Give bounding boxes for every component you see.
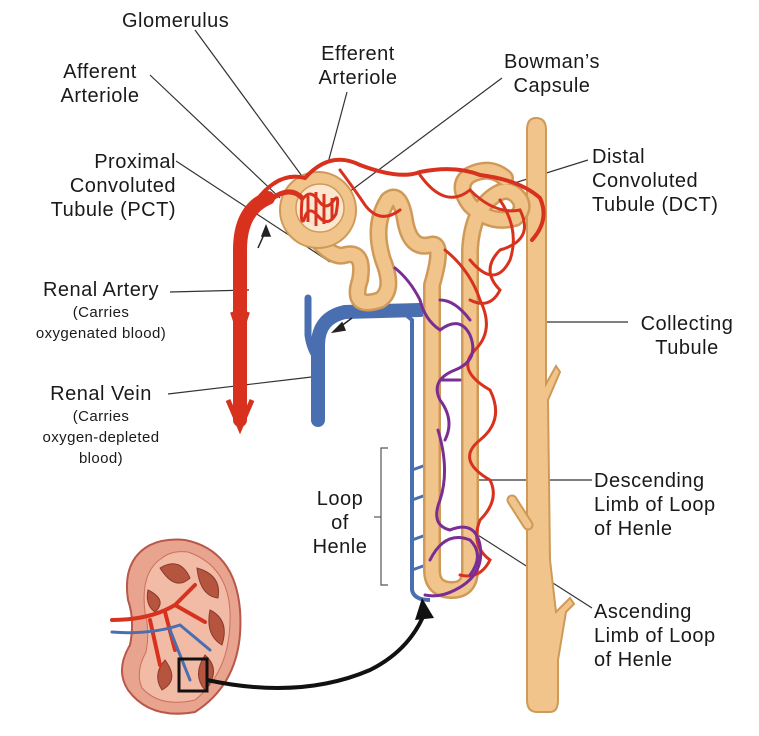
collecting-line-2: Tubule (655, 337, 719, 359)
bowmans-capsule-label: Bowman’s Capsule (492, 50, 612, 98)
tubule-pct-loop (296, 161, 531, 599)
mixed-capillaries (393, 266, 483, 598)
loop-bracket (374, 447, 388, 586)
renal-artery-note-1: (Carries (72, 304, 130, 321)
collecting-line-1: Collecting (640, 313, 734, 335)
dct-line-3: Tubule (DCT) (592, 194, 719, 216)
loop-line-2: of (331, 512, 349, 534)
leader-lines (149, 29, 628, 609)
loop-of-henle-label: Loop of Henle (302, 487, 378, 559)
loop-line-1: Loop (316, 488, 364, 510)
efferent-arteriole-label: Efferent Arteriole (298, 42, 418, 90)
pct-line-2: Convoluted (69, 175, 176, 197)
afferent-line-2: Arteriole (60, 85, 140, 107)
dct-line-1: Distal (592, 146, 646, 168)
afferent-line-1: Afferent (63, 61, 137, 83)
renal-vein-note-2: oxygen-depleted (42, 429, 160, 446)
bowmans-capsule (279, 171, 357, 249)
descending-line-2: Limb of Loop (594, 494, 716, 516)
collecting-tubule (506, 116, 576, 713)
ascending-limb-label: Ascending Limb of Loop of Henle (594, 600, 716, 672)
pct-line-1: Proximal (94, 151, 176, 173)
descending-line-3: of Henle (594, 518, 673, 540)
glomerulus-text: Glomerulus (122, 10, 230, 32)
dct-label: Distal Convoluted Tubule (DCT) (592, 145, 718, 217)
ascending-line-3: of Henle (594, 649, 673, 671)
renal-vein-title: Renal Vein (50, 383, 152, 405)
ascending-line-2: Limb of Loop (594, 625, 716, 647)
renal-artery-note-2: oxygenated blood) (35, 325, 167, 342)
dct-line-2: Convoluted (592, 170, 699, 192)
kidney-inset (110, 538, 242, 715)
renal-artery-label: Renal Artery (Carries oxygenated blood) (6, 278, 196, 344)
efferent-line-2: Arteriole (318, 67, 398, 89)
pct-label: Proximal Convoluted Tubule (PCT) (10, 150, 176, 222)
bowmans-line-1: Bowman’s (504, 51, 600, 73)
efferent-line-1: Efferent (321, 43, 395, 65)
renal-artery-title: Renal Artery (42, 279, 160, 301)
collecting-tubule-label: Collecting Tubule (622, 312, 752, 360)
renal-vein-note-3: blood) (78, 450, 124, 467)
inset-arrow (206, 598, 434, 690)
flow-arrows (257, 223, 353, 334)
descending-line-1: Descending (594, 470, 705, 492)
bowmans-line-2: Capsule (513, 75, 591, 97)
renal-vein-label: Renal Vein (Carries oxygen-depleted bloo… (6, 382, 196, 469)
renal-vein-note-1: (Carries (72, 408, 130, 425)
pct-line-3: Tubule (PCT) (50, 199, 176, 221)
glomerulus (299, 192, 340, 226)
renal-artery (225, 191, 275, 435)
descending-limb-label: Descending Limb of Loop of Henle (594, 469, 716, 541)
ascending-line-1: Ascending (594, 601, 692, 623)
loop-line-3: Henle (312, 536, 368, 558)
glomerulus-label: Glomerulus (122, 9, 229, 33)
afferent-arteriole-label: Afferent Arteriole (40, 60, 160, 108)
